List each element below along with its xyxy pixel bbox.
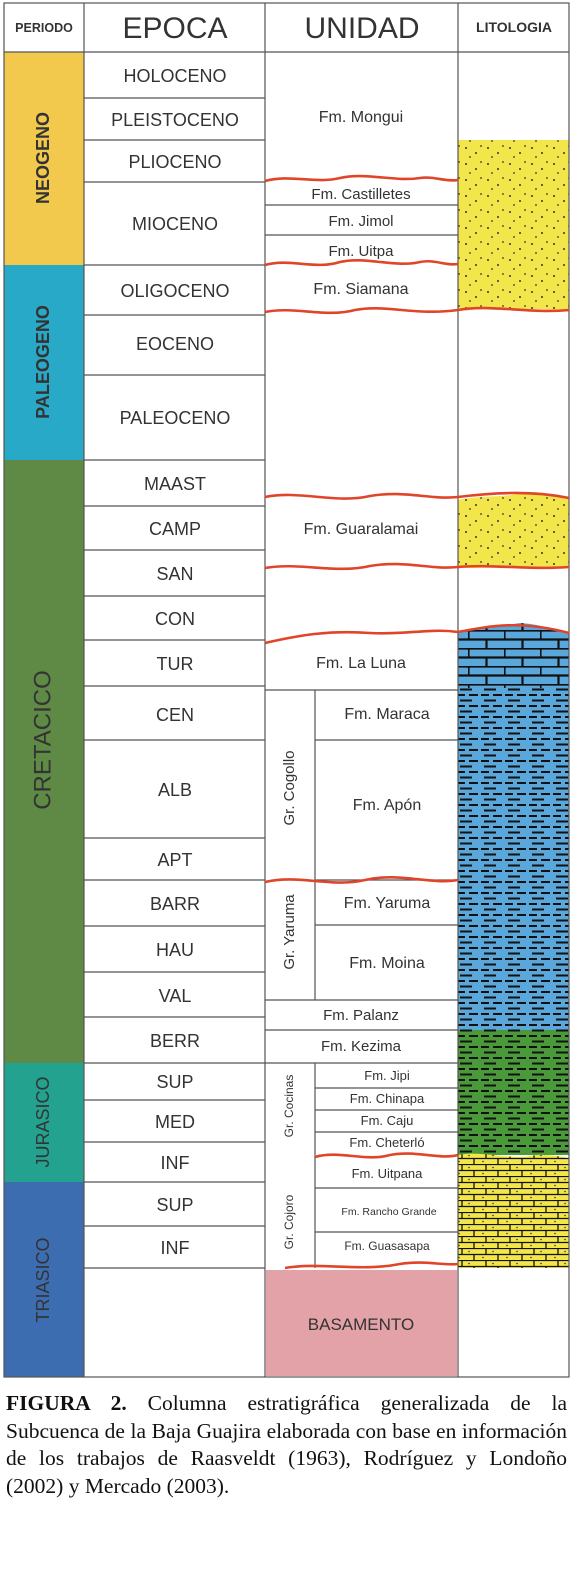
- group-yaruma: Gr. Yaruma: [281, 894, 298, 970]
- header-unidad: UNIDAD: [304, 12, 419, 45]
- unit-labels: Fm. Mongui Fm. Castilletes Fm. Jimol Fm.…: [304, 109, 437, 1253]
- unit-caju: Fm. Caju: [361, 1113, 414, 1128]
- epoch-berr: BERR: [150, 1031, 200, 1051]
- epoch-sup-triasico: SUP: [156, 1195, 193, 1215]
- period-label-neogeno: NEOGENO: [33, 112, 53, 204]
- epoch-tur: TUR: [157, 654, 194, 674]
- period-neogeno: [4, 52, 84, 265]
- period-label-cretacico: CRETACICO: [29, 670, 56, 810]
- epoch-camp: CAMP: [149, 519, 201, 539]
- unit-uitpa: Fm. Uitpa: [328, 243, 394, 260]
- epoch-hau: HAU: [156, 940, 194, 960]
- unit-cheterlo: Fm. Cheterló: [349, 1135, 424, 1150]
- period-label-paleogeno: PALEOGENO: [33, 305, 53, 419]
- unit-siamana: Fm. Siamana: [313, 281, 408, 298]
- epoch-pleistoceno: PLEISTOCENO: [111, 110, 239, 130]
- unit-guaralamai: Fm. Guaralamai: [304, 521, 419, 538]
- litho-shale-blue: [458, 688, 569, 1030]
- unit-moina: Fm. Moina: [349, 955, 425, 972]
- unconformity-lines: [264, 174, 570, 1270]
- unit-chinapa: Fm. Chinapa: [350, 1091, 425, 1106]
- epoch-inf-triasico: INF: [161, 1238, 190, 1258]
- epoch-plioceno: PLIOCENO: [128, 152, 221, 172]
- litho-sandstone-neogene: [458, 140, 569, 312]
- litho-limestone-laluna: [458, 623, 569, 688]
- epoch-paleoceno: PALEOCENO: [120, 408, 231, 428]
- header-periodo: PERIODO: [15, 21, 73, 35]
- epoch-san: SAN: [156, 564, 193, 584]
- header-epoca: EPOCA: [122, 12, 227, 45]
- epoch-med-jurasico: MED: [155, 1112, 195, 1132]
- epoch-sup-jurasico: SUP: [156, 1072, 193, 1092]
- period-triasico: [4, 1182, 84, 1377]
- epoch-cen: CEN: [156, 705, 194, 725]
- basement-label: BASAMENTO: [308, 1315, 414, 1334]
- stratigraphic-column: PERIODO EPOCA UNIDAD LITOLOGIA NEOGENO P…: [3, 2, 570, 1378]
- group-cogollo: Gr. Cogollo: [281, 750, 298, 825]
- unit-jipi: Fm. Jipi: [364, 1068, 410, 1083]
- caption-label: FIGURA 2.: [6, 1391, 127, 1415]
- litho-sandstone-limestone: [458, 1153, 569, 1268]
- unit-rancho-grande: Fm. Rancho Grande: [341, 1206, 436, 1218]
- grid-lines: [3, 2, 570, 1378]
- period-column: NEOGENO PALEOGENO CRETACICO JURASICO TRI…: [4, 52, 84, 1377]
- epoch-oligoceno: OLIGOCENO: [120, 281, 229, 301]
- epoch-maast: MAAST: [144, 474, 206, 494]
- unit-maraca: Fm. Maraca: [344, 706, 429, 723]
- figure-caption: FIGURA 2. Columna estratigráfica general…: [6, 1390, 567, 1500]
- unit-castilletes: Fm. Castilletes: [311, 186, 410, 203]
- epoch-barr: BARR: [150, 894, 200, 914]
- epoch-alb: ALB: [158, 780, 192, 800]
- header-litologia: LITOLOGIA: [476, 19, 552, 35]
- unit-guasasapa: Fm. Guasasapa: [344, 1239, 430, 1253]
- epoch-labels: HOLOCENO PLEISTOCENO PLIOCENO MIOCENO OL…: [111, 66, 239, 1258]
- unit-mongui: Fm. Mongui: [319, 109, 403, 126]
- epoch-holoceno: HOLOCENO: [123, 66, 226, 86]
- epoch-eoceno: EOCENO: [136, 334, 214, 354]
- group-cocinas: Gr. Cocinas: [282, 1075, 296, 1138]
- group-cojoro: Gr. Cojoro: [282, 1194, 296, 1249]
- period-label-triasico: TRIASICO: [33, 1237, 53, 1322]
- epoch-apt: APT: [157, 850, 192, 870]
- caption-text: Columna estratigráfica generalizada de l…: [6, 1391, 567, 1498]
- period-jurasico: [4, 1063, 84, 1182]
- lithology-column: [458, 140, 569, 1268]
- epoch-val: VAL: [159, 986, 192, 1006]
- period-label-jurasico: JURASICO: [33, 1076, 53, 1167]
- unit-kezima: Fm. Kezima: [321, 1038, 402, 1055]
- group-labels: Gr. Cogollo Gr. Yaruma Gr. Cocinas Gr. C…: [281, 750, 298, 1249]
- unit-apon: Fm. Apón: [353, 797, 421, 814]
- unit-la-luna: Fm. La Luna: [316, 655, 406, 672]
- litho-sandstone-guaralamai: [458, 492, 569, 569]
- unit-jimol: Fm. Jimol: [329, 213, 394, 230]
- unit-yaruma: Fm. Yaruma: [344, 895, 431, 912]
- unit-uitpana: Fm. Uitpana: [352, 1166, 424, 1181]
- period-cretacico: [4, 460, 84, 1063]
- unit-palanz: Fm. Palanz: [323, 1007, 399, 1024]
- header-row: PERIODO EPOCA UNIDAD LITOLOGIA: [15, 12, 552, 45]
- basement-block: [266, 1270, 457, 1376]
- period-paleogeno: [4, 265, 84, 460]
- litho-shale-green: [458, 1030, 569, 1155]
- epoch-con: CON: [155, 609, 195, 629]
- epoch-inf-jurasico: INF: [161, 1153, 190, 1173]
- epoch-mioceno: MIOCENO: [132, 214, 218, 234]
